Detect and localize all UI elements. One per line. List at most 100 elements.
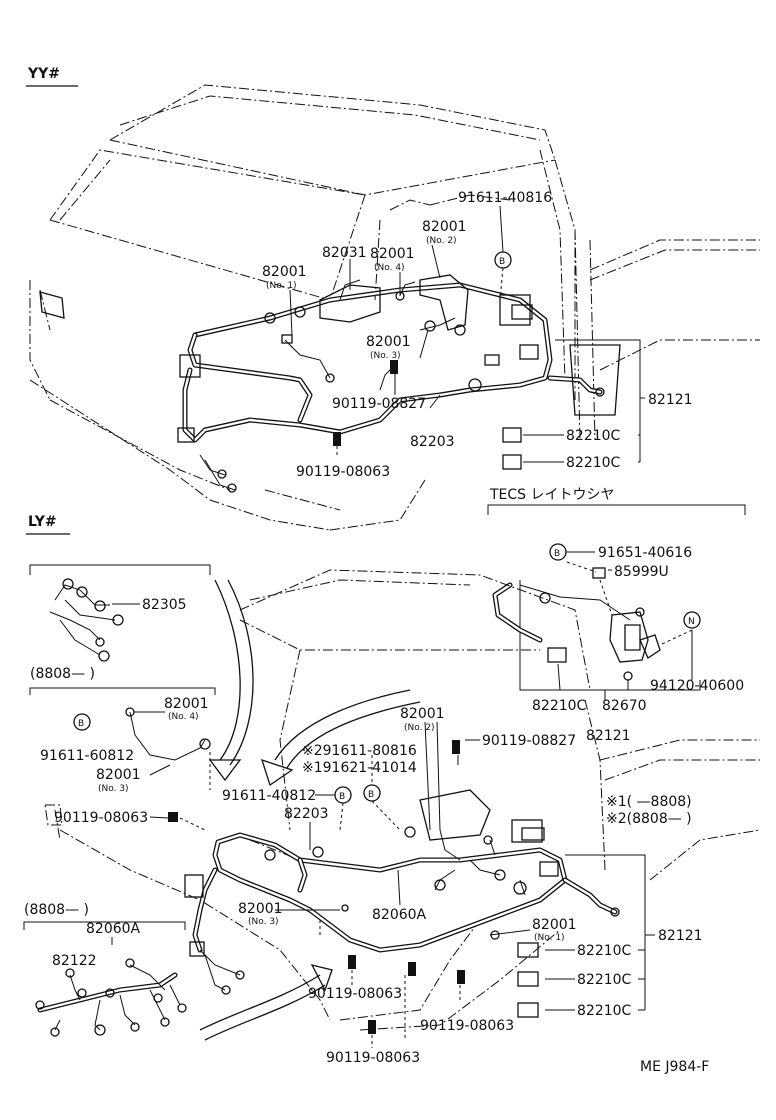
ly-dot-08063-a [179,817,206,831]
yy-bolt-b-letter: B [499,257,505,267]
ly-arrow-bottom-curve-b [204,984,326,1041]
ly-82001-no3b: 82001 [238,901,283,917]
section-yy-title: YY# [27,66,60,82]
yy-82031: 82031 [322,245,367,261]
ly-arrow-right-curve [214,579,241,761]
yy-90119-08063: 90119-08063 [296,464,390,480]
ly-date2-bracket [23,921,186,930]
ly-leader-08063-a [149,816,169,819]
tecs-title: TECS レイトウシヤ [489,487,615,503]
yy-82001-no4-sub: (No. 4) [374,263,405,273]
ly-82001-no3a-sub: (No. 3) [98,784,129,794]
ly-90119-08063-d: 90119-08063 [326,1050,420,1066]
ly-82060a-a: 82060A [86,921,141,937]
ly-90119-08063-b: 90119-08063 [308,986,402,1002]
yy-82121: 82121 [648,392,693,408]
ly-82305-harness [49,578,140,662]
tecs-82670: 82670 [602,698,647,714]
yy-90119-08827: 90119-08827 [332,396,426,412]
ly-82305-bracket [29,564,211,575]
tecs-bracket-bottom [519,580,701,691]
ly-star1-91621-41014: ※191621-41014 [302,760,417,776]
yy-82001-no4: 82001 [370,246,415,262]
ly-82001-no1-sub: (No. 1) [534,933,565,943]
ly-82210c-a-icon [517,942,539,958]
ly-82001-no3b-sub: (No. 3) [248,917,279,927]
yy-82210c-b: 82210C [566,455,621,471]
tecs-94120-40600: 94120-40600 [650,678,744,694]
yy-91611-40816: 91611-40816 [458,190,552,206]
tecs-nut-n-letter: N [688,617,695,627]
ly-screw-a-icon [168,812,178,822]
ly-82210c-c: 82210C [577,1003,632,1019]
ly-arrow-left-curve [274,689,411,761]
ly-arrow-left-head [260,758,294,787]
ly-bolt-b1-icon [73,713,91,731]
yy-vehicle-body [29,84,760,531]
yy-82001-no1-sub: (No. 1) [266,281,297,291]
ly-82001-no1: 82001 [532,917,577,933]
tecs-85999u: 85999U [614,564,669,580]
yy-82001-no3: 82001 [366,334,411,350]
ly-82001-no2-sub: (No. 2) [404,723,435,733]
ly-wire-harness [184,740,620,1034]
ly-arrow-bottom-curve [199,974,321,1031]
ly-90119-08063-a: 90119-08063 [54,810,148,826]
ly-82305: 82305 [142,597,187,613]
yy-82210c-a: 82210C [566,428,621,444]
yy-leaders [289,205,645,463]
ly-bolt-b1-letter: B [78,719,84,729]
yy-82001-no3-sub: (No. 3) [370,351,401,361]
yy-82210c-b-icon [502,454,522,470]
yy-82001-no2: 82001 [422,219,467,235]
ly-note-1: ※1( —8808) [606,794,692,810]
tecs-91651-40616: 91651-40616 [598,545,692,561]
ly-82060a-b: 82060A [372,907,427,923]
yy-82001-no2-sub: (No. 2) [426,236,457,246]
figure-code: ME J984-F [640,1059,709,1075]
ly-82001-no4: 82001 [164,696,209,712]
ly-82210c-b-icon [517,971,539,987]
ly-no4-wire [125,707,211,790]
ly-90119-08827: 90119-08827 [482,733,576,749]
ly-note-2: ※2(8808— ) [606,811,692,827]
ly-82060a-harness [35,958,187,1037]
ly-90119-08063-c: 90119-08063 [420,1018,514,1034]
ly-82001-no3a: 82001 [96,767,141,783]
ly-82001-no2: 82001 [400,706,445,722]
yy-82001-no1: 82001 [262,264,307,280]
section-ly-title: LY# [28,514,57,530]
ly-82001-no4-sub: (No. 4) [168,712,199,722]
tecs-nut-n-icon [683,611,701,629]
ly-82122: 82122 [52,953,97,969]
ly-arrow-right-head [208,759,242,782]
ly-arrow-left-curve-b [286,701,421,769]
ly-82210c-c-icon [517,1002,539,1018]
ly-91611-40812: 91611-40812 [222,788,316,804]
ly-bolt-b2-letter: B [339,792,345,802]
ly-82210c-b: 82210C [577,972,632,988]
tecs-bolt-b-letter: B [554,549,560,559]
ly-82210c-a: 82210C [577,943,632,959]
ly-bolt-b3-letter: B [368,790,374,800]
yy-82210c-a-icon [502,427,522,443]
ly-vehicle-body [44,569,761,1031]
ly-82203: 82203 [284,806,329,822]
ly-leader-no3a [149,764,171,776]
ly-arrow-bottom-head [310,964,333,992]
ly-date1-bracket [29,687,216,695]
ly-date-2: (8808— ) [24,902,89,918]
yy-82203: 82203 [410,434,455,450]
tecs-bracket-top [487,504,746,515]
ly-arrow-right-curve-b [227,579,254,766]
yy-bolt-b-icon [494,251,512,269]
tecs-82210c: 82210C [532,698,587,714]
ly-star2-91611-80816: ※291611-80816 [302,743,417,759]
tecs-82121: 82121 [586,728,631,744]
tecs-harness [492,561,693,691]
yy-wire-harness [177,274,621,493]
ly-leaders [275,721,655,1048]
ly-date-1: (8808— ) [30,666,95,682]
